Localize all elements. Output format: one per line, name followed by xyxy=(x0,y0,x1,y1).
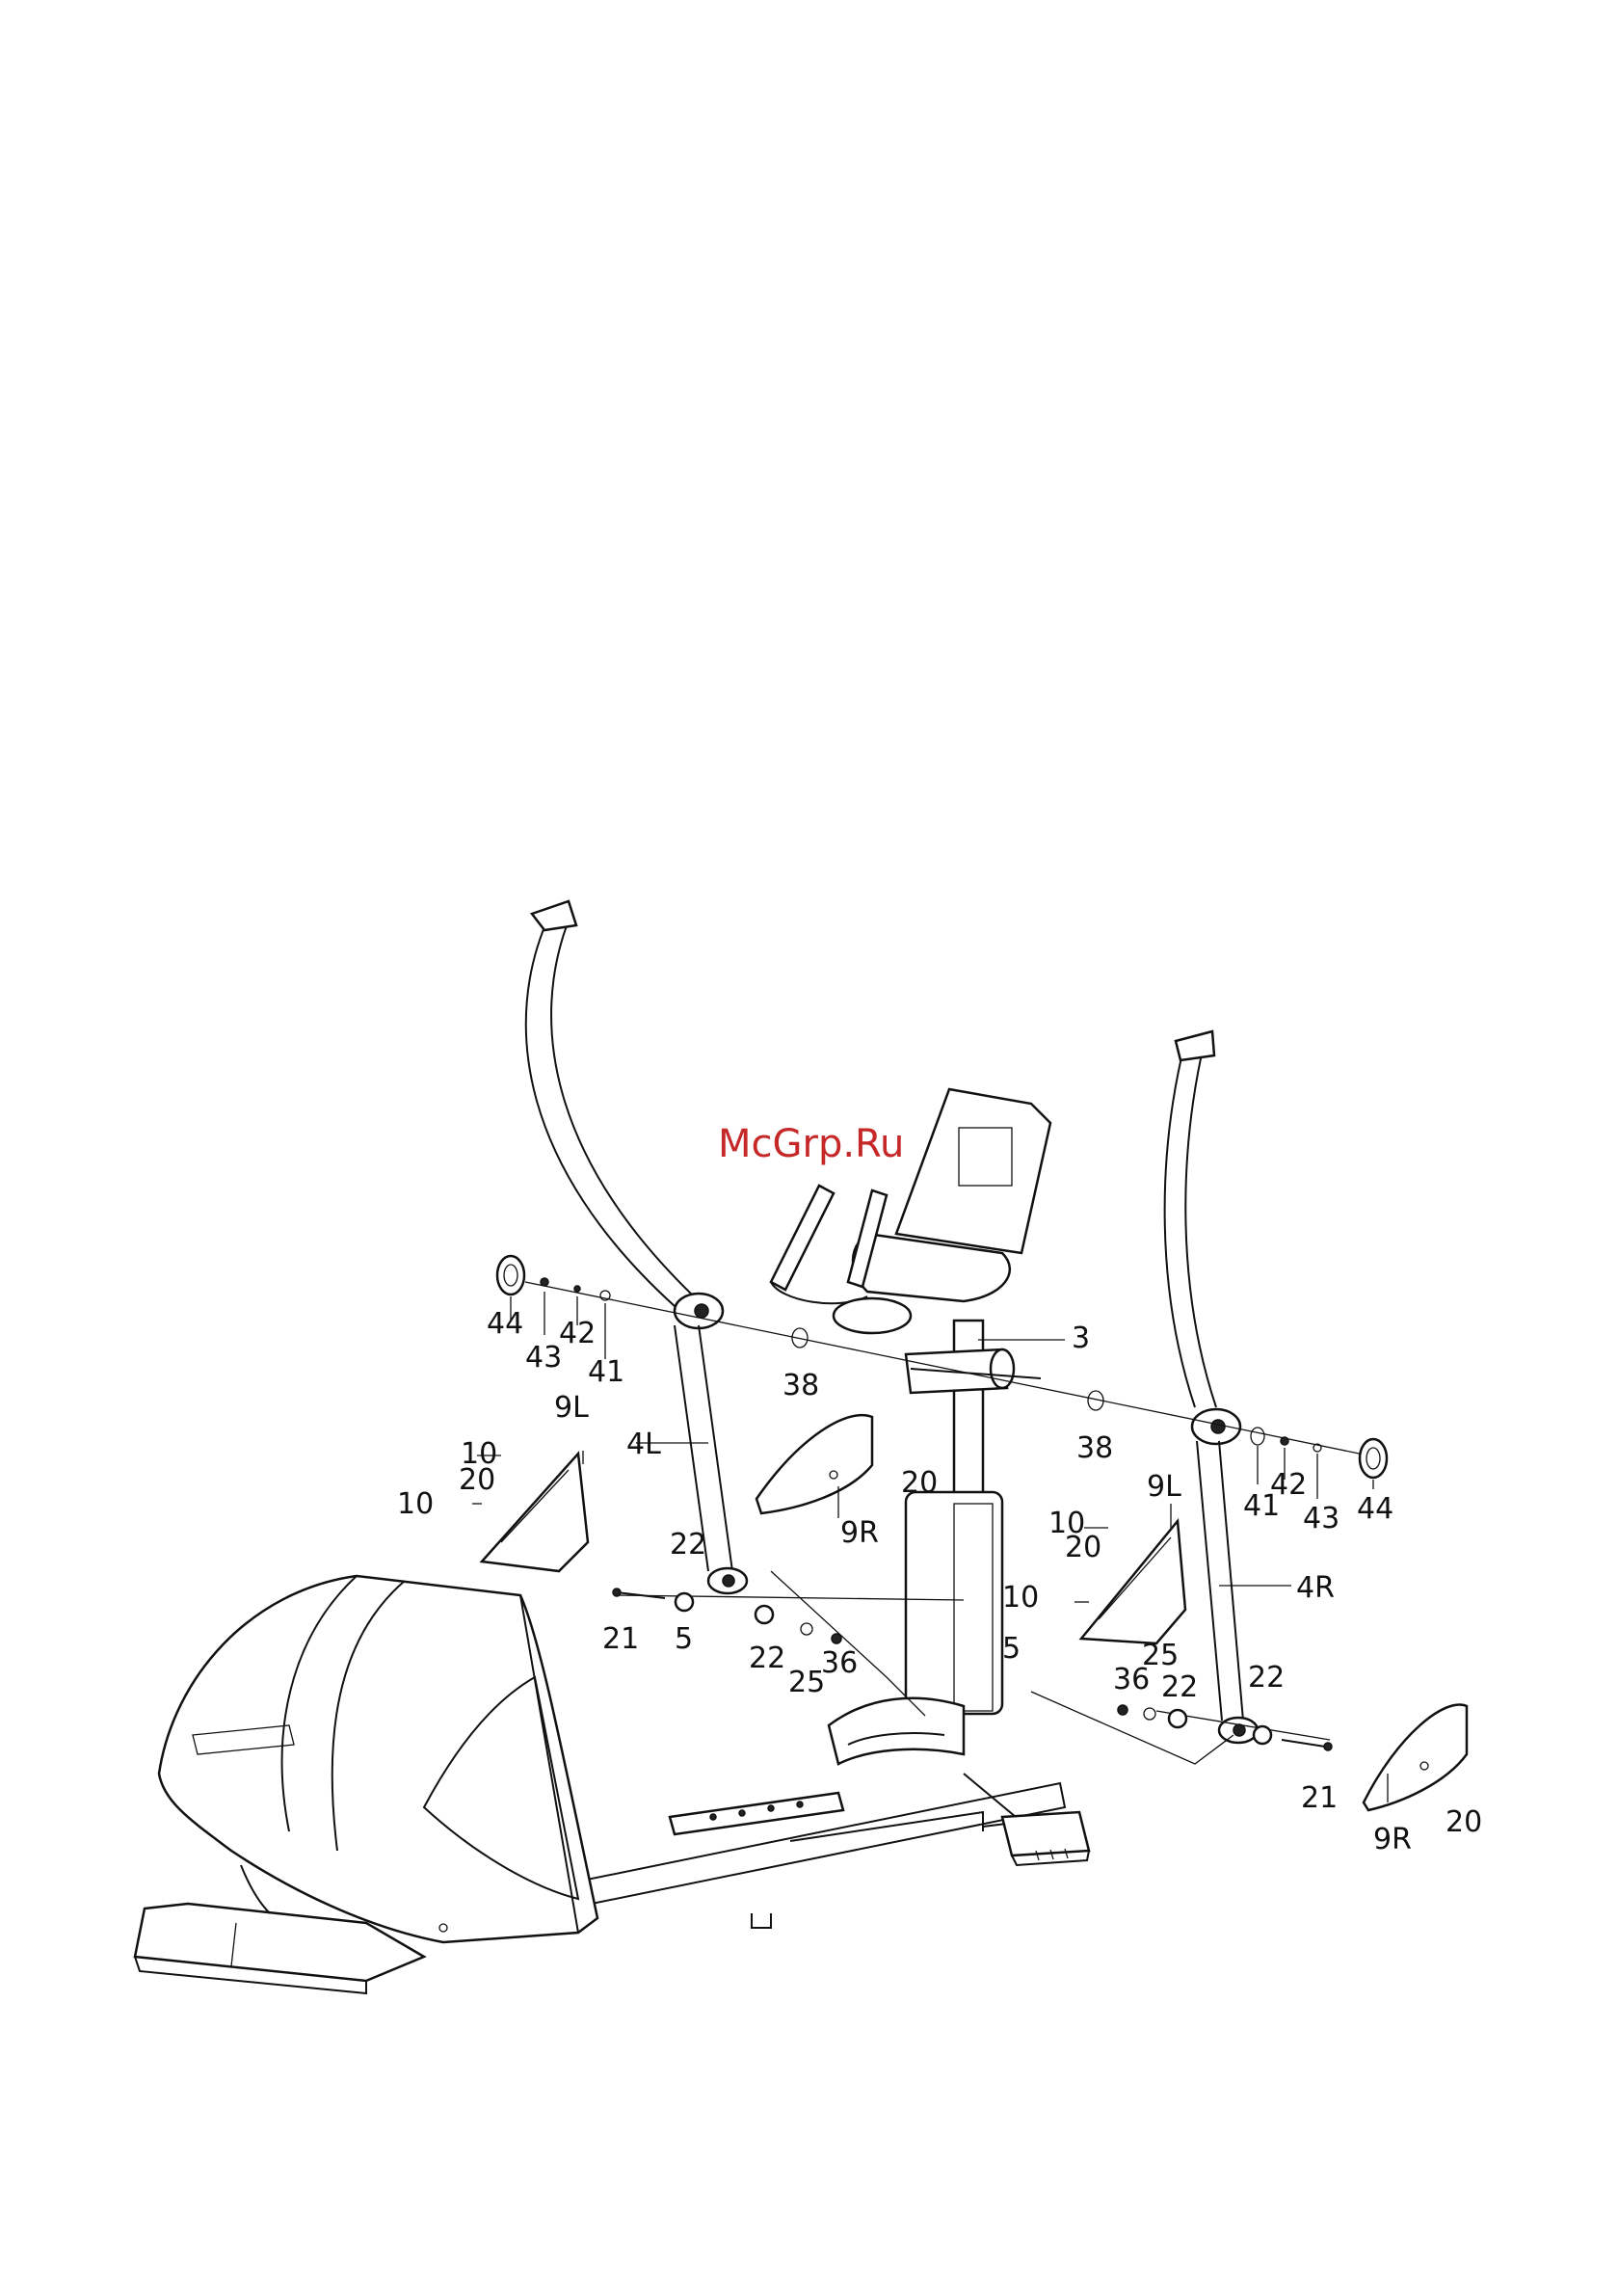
front-housing xyxy=(135,1576,597,1993)
label-44-right: 44 xyxy=(1357,1492,1393,1526)
label-25-left: 25 xyxy=(788,1666,825,1699)
label-42-left: 42 xyxy=(559,1317,596,1350)
label-36-left: 36 xyxy=(821,1646,858,1680)
label-4R: 4R xyxy=(1296,1571,1335,1605)
label-20-center: 20 xyxy=(901,1466,938,1500)
right-arm-4R xyxy=(1165,1031,1258,1743)
label-38-left: 38 xyxy=(782,1369,819,1402)
label-9L-left: 9L xyxy=(554,1391,589,1425)
label-20-right: 20 xyxy=(1065,1531,1101,1564)
label-10-left-lower: 10 xyxy=(397,1487,434,1521)
label-43-right: 43 xyxy=(1303,1502,1339,1535)
label-36-right: 36 xyxy=(1113,1663,1150,1696)
label-44-left: 44 xyxy=(487,1307,523,1341)
label-4L: 4L xyxy=(626,1428,661,1461)
label-41-left: 41 xyxy=(588,1355,624,1389)
label-21-right: 21 xyxy=(1301,1781,1338,1815)
main-frame xyxy=(540,1774,1089,1928)
label-38-right: 38 xyxy=(1076,1431,1113,1465)
label-22-left-upper: 22 xyxy=(670,1528,706,1562)
label-21-left: 21 xyxy=(602,1622,639,1656)
label-9R-center: 9R xyxy=(840,1516,879,1550)
label-3: 3 xyxy=(1072,1322,1090,1355)
label-20-bottom-right: 20 xyxy=(1446,1805,1482,1839)
label-22-left-lower: 22 xyxy=(749,1642,785,1675)
label-5-right: 5 xyxy=(1002,1632,1021,1666)
label-20-left: 20 xyxy=(459,1463,495,1497)
label-9L-right: 9L xyxy=(1147,1470,1181,1504)
label-5-left: 5 xyxy=(675,1622,693,1656)
label-43-left: 43 xyxy=(525,1341,562,1375)
label-9R-right: 9R xyxy=(1373,1823,1412,1856)
watermark: McGrp.Ru xyxy=(718,1122,904,1166)
label-22-right-left: 22 xyxy=(1161,1670,1198,1704)
label-22-right: 22 xyxy=(1248,1661,1285,1695)
label-42-right: 42 xyxy=(1270,1468,1307,1502)
label-10-right-lower: 10 xyxy=(1002,1581,1039,1615)
